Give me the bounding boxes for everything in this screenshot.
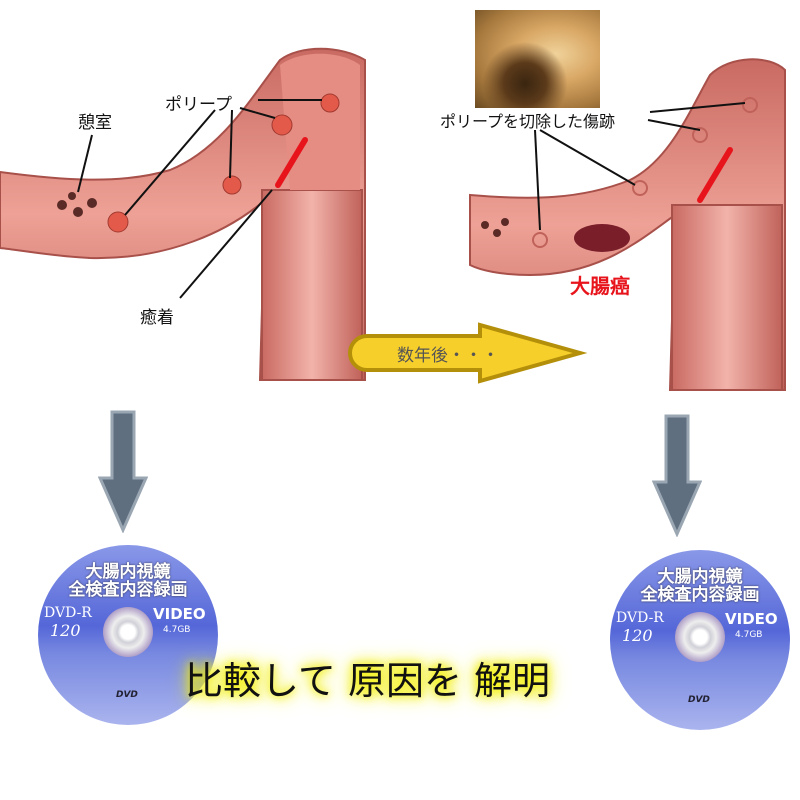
polyps: [107, 93, 340, 233]
label-polyp: ポリープ: [165, 95, 232, 115]
disc-title-1: 大腸内視鏡: [657, 567, 743, 587]
disc-title-2: 全検査内容録画: [640, 585, 760, 605]
disc-format: DVD-R: [44, 605, 92, 621]
diverticula: [57, 192, 97, 217]
down-arrow-icon: [652, 414, 702, 537]
disc-format: DVD-R: [616, 610, 664, 626]
disc-hub: [103, 607, 153, 657]
yellow-arrow-icon: [348, 322, 588, 384]
adhesion-mark: [275, 137, 308, 188]
disc-hub: [675, 612, 725, 662]
arrow-text: 数年後・・・: [397, 346, 499, 366]
disc-title-2: 全検査内容録画: [68, 580, 188, 600]
dvd-disc-after: 大腸内視鏡全検査内容録画 DVD-R 120 VIDEO 4.7GB DVD: [610, 550, 790, 730]
disc-video: VIDEO: [725, 610, 778, 628]
dvd-logo: DVD: [688, 695, 710, 705]
label-adhesion: 癒着: [140, 308, 174, 328]
label-diverticulum: 憩室: [78, 113, 112, 133]
down-arrow-icon: [98, 410, 148, 533]
colon-before: [0, 47, 366, 381]
dvd-disc-before: 大腸内視鏡全検査内容録画 DVD-R 120 VIDEO 4.7GB DVD: [38, 545, 218, 725]
disc-capacity: 4.7GB: [735, 630, 763, 640]
dvd-logo: DVD: [116, 690, 138, 700]
disc-minutes: 120: [50, 621, 81, 640]
label-polyp-removal-scar: ポリープを切除した傷跡: [440, 112, 616, 131]
disc-title-1: 大腸内視鏡: [85, 562, 171, 582]
leader-lines: [77, 99, 322, 299]
endoscope-photo: [475, 10, 600, 108]
colon-after: [469, 58, 786, 391]
label-colon-cancer: 大腸癌: [570, 274, 630, 298]
disc-video: VIDEO: [153, 605, 206, 623]
disc-capacity: 4.7GB: [163, 625, 191, 635]
conclusion-text: 比較して 原因を 解明: [185, 659, 551, 703]
colon-illustrations: [0, 47, 786, 391]
cancer-lesion: [574, 224, 630, 252]
disc-minutes: 120: [622, 626, 653, 645]
